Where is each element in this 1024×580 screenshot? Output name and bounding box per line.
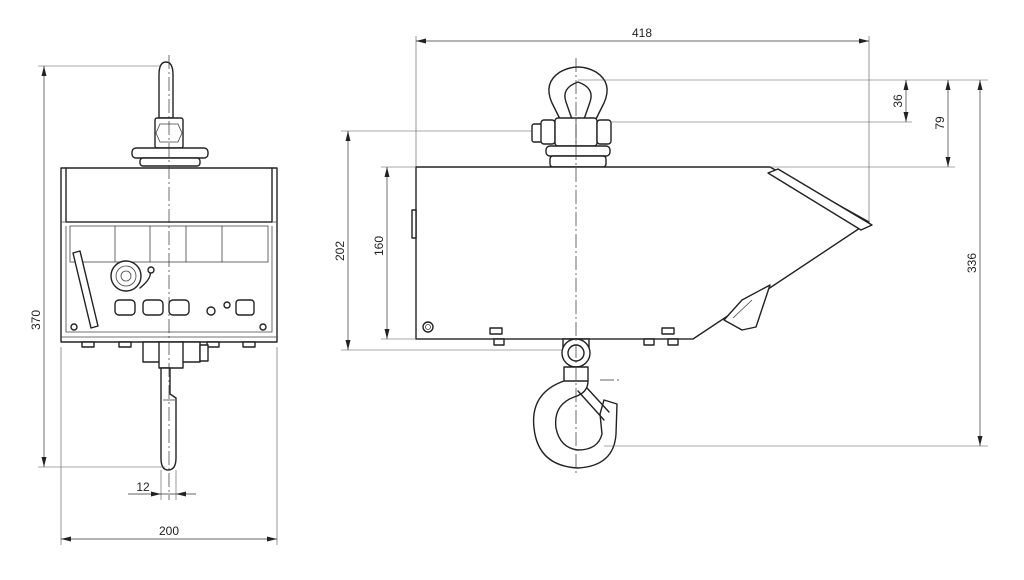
dimension-label-160: 160	[372, 236, 386, 256]
button-2-icon	[142, 299, 164, 316]
button-1-icon	[114, 299, 136, 316]
dimension-label-12: 12	[136, 480, 150, 494]
dimension-79: 79	[770, 79, 988, 168]
dimension-36: 36	[578, 79, 912, 123]
connector-icon	[110, 260, 155, 292]
side-shackle	[531, 66, 612, 168]
dimension-label-418: 418	[632, 26, 652, 40]
dimension-label-79: 79	[933, 116, 947, 130]
side-view	[411, 58, 873, 475]
dimension-label-200: 200	[159, 524, 179, 538]
dimension-370: 370	[29, 65, 165, 468]
dimension-label-336: 336	[965, 253, 979, 273]
button-3-icon	[168, 299, 190, 316]
dimension-label-202: 202	[333, 241, 347, 261]
dimension-12: 12	[128, 470, 196, 500]
dimension-200: 200	[60, 347, 278, 545]
dimension-202: 202	[333, 130, 562, 351]
dimension-160: 160	[372, 166, 416, 340]
dimension-label-36: 36	[891, 94, 905, 108]
dimension-336: 336	[604, 80, 988, 447]
side-hook	[532, 338, 618, 469]
front-shackle	[131, 61, 209, 167]
dimension-418: 418	[415, 26, 870, 222]
dimension-label-370: 370	[29, 310, 43, 330]
side-housing	[411, 166, 873, 346]
front-hook	[142, 341, 209, 471]
front-view	[60, 55, 278, 500]
